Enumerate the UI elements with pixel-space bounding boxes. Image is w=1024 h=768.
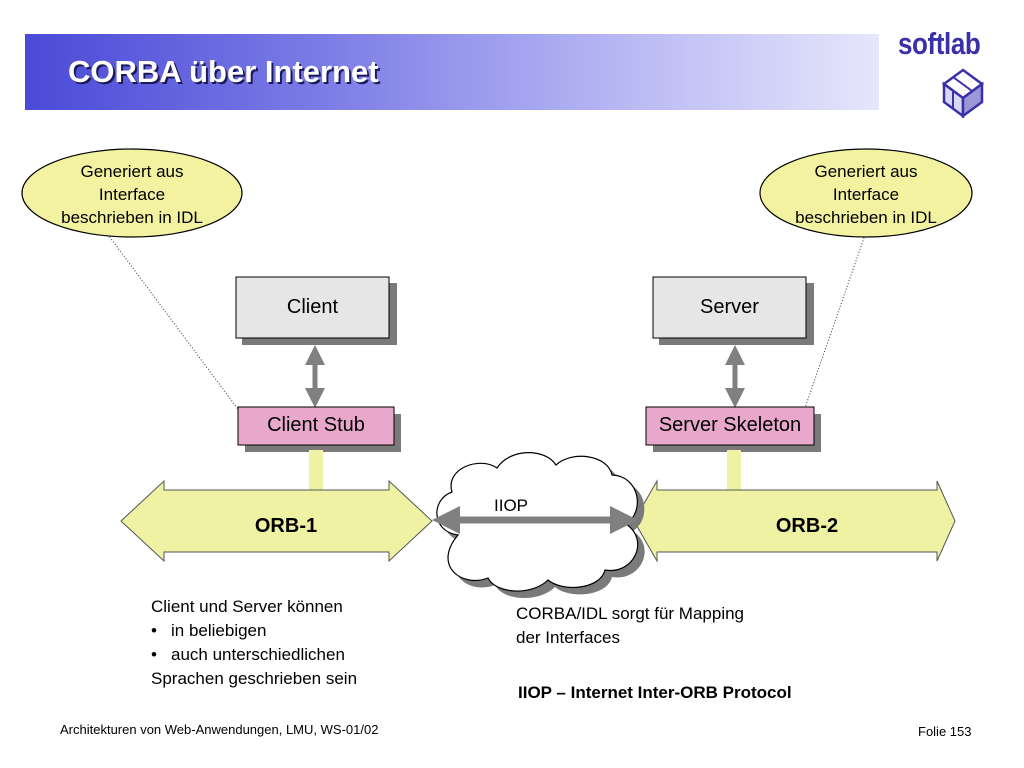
bullet-icon: • <box>151 621 157 640</box>
note-line: Sprachen geschrieben sein <box>151 669 358 688</box>
right-ellipse-line: Generiert aus <box>814 162 918 181</box>
title-bar <box>25 34 879 110</box>
client-stub-shape <box>237 406 395 446</box>
note-line: Client und Server können <box>151 597 343 616</box>
right-ellipse-text: Generiert aus Interface beschrieben in I… <box>766 160 966 229</box>
client-box-shape <box>235 276 390 339</box>
right-ellipse-shape <box>759 148 973 238</box>
left-ellipse-line: Interface <box>98 185 166 204</box>
orb2-shape <box>633 479 956 563</box>
bullet-item: •auch unterschiedlichen <box>151 643 357 667</box>
footer-slide-number: Folie 153 <box>918 724 972 739</box>
left-ellipse-text: Generiert aus Interface beschrieben in I… <box>32 160 232 229</box>
protocol-note: IIOP – Internet Inter-ORB Protocol <box>518 683 792 702</box>
server-box-shape <box>652 276 807 339</box>
softlab-logo-text: softlab <box>898 26 981 61</box>
footer-course: Architekturen von Web-Anwendungen, LMU, … <box>60 722 379 737</box>
client-stub-label: Client Stub <box>267 414 365 436</box>
bullet-item: •in beliebigen <box>151 619 357 643</box>
client-box-label: Client <box>286 296 339 318</box>
iiop-label: IIOP <box>494 496 529 515</box>
client-orb-connector <box>309 450 323 490</box>
bullet-icon: • <box>151 645 157 664</box>
right-note: CORBA/IDL sorgt für Mapping der Interfac… <box>516 602 744 650</box>
left-ellipse-shape <box>21 148 243 238</box>
orb1-label: ORB-1 <box>254 515 318 537</box>
left-ellipse-line: beschrieben in IDL <box>61 208 203 227</box>
left-leader-line <box>105 231 253 429</box>
server-skeleton-shape <box>645 406 815 446</box>
note-line: CORBA/IDL sorgt für Mapping <box>516 604 745 623</box>
orb2-label: ORB-2 <box>775 515 839 537</box>
slide-title: CORBA über Internet <box>68 54 379 89</box>
server-orb-connector <box>727 450 741 490</box>
right-ellipse-line: beschrieben in IDL <box>795 208 937 227</box>
note-line: der Interfaces <box>516 628 620 647</box>
server-box-label: Server <box>700 296 759 318</box>
right-ellipse-line: Interface <box>832 185 900 204</box>
softlab-cube-icon <box>942 68 984 118</box>
left-ellipse-line: Generiert aus <box>80 162 184 181</box>
left-note: Client und Server können •in beliebigen … <box>151 595 357 691</box>
server-skeleton-label: Server Skeleton <box>658 414 802 436</box>
